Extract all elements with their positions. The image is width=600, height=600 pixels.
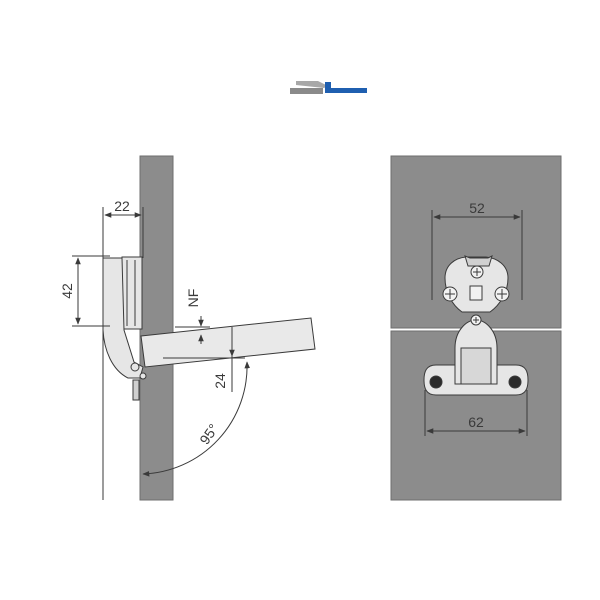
overlay-mounting-icon xyxy=(290,81,367,94)
door-swing-shape xyxy=(296,81,328,88)
dim-cup-depth-label: 22 xyxy=(114,198,130,214)
dim-nf xyxy=(175,316,210,344)
front-view: 52 62 xyxy=(390,155,562,501)
dim-nf-label: NF xyxy=(185,289,201,308)
dim-cup-depth xyxy=(102,207,144,258)
front-hinge-cup xyxy=(442,255,510,385)
hinge-pivot xyxy=(130,362,140,372)
door-panel xyxy=(140,317,316,368)
cabinet-side-panel xyxy=(139,155,174,501)
dim-cup-hole-spacing-label: 52 xyxy=(469,200,485,216)
hinge-body xyxy=(102,256,147,401)
dim-cup-hole-spacing xyxy=(431,210,523,300)
dim-hinge-height-label: 42 xyxy=(59,283,75,299)
plate-screw-right xyxy=(508,375,522,389)
mounting-plate xyxy=(121,256,143,330)
dim-opening-angle xyxy=(102,330,251,500)
cabinet-bar xyxy=(325,82,367,93)
dim-plate-hole-spacing-label: 62 xyxy=(468,414,484,430)
dim-hinge-height xyxy=(72,255,110,327)
dim-plate-hole-spacing xyxy=(424,390,528,436)
plate-screw-left xyxy=(429,375,443,389)
hinge-arm xyxy=(102,257,144,379)
dim-opening-angle-label: 95° xyxy=(196,421,221,448)
dim-door-offset-label: 24 xyxy=(212,373,228,389)
side-view: 22 42 NF 24 95° xyxy=(59,155,316,501)
door-bar xyxy=(290,88,323,94)
